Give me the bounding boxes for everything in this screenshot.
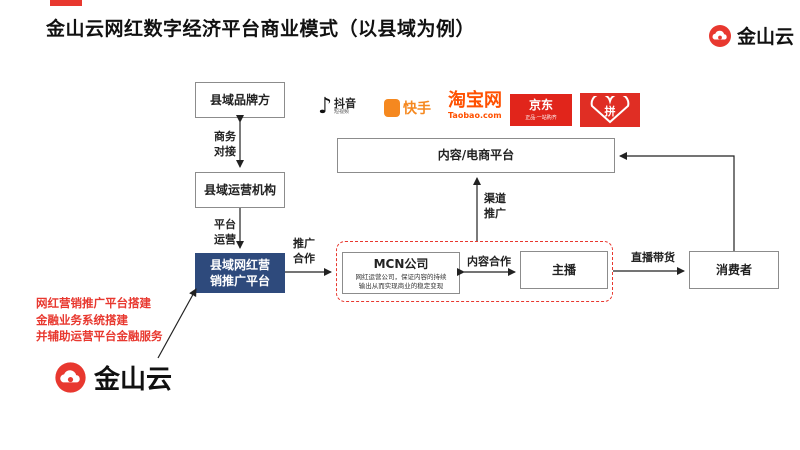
node-county-brand: 县域品牌方 — [195, 82, 285, 118]
douyin-logo: ♪ 抖音短视频 — [318, 94, 356, 119]
douyin-name: 抖音 — [334, 96, 357, 110]
label-promo-line2: 合作 — [293, 251, 315, 265]
title-accent-bar — [50, 0, 82, 6]
kuaishou-logo: 快手 — [384, 98, 431, 118]
jd-name: 京东 — [528, 98, 553, 112]
arrow-brand-to-platform — [157, 288, 197, 359]
taobao-sub: Taobao.com — [448, 110, 502, 120]
mcn-description: 网红运营公司，保证内容的持续 输出从而实现商业的稳定变现 — [356, 273, 447, 290]
platform-logos: ♪ 抖音短视频 快手 淘宝网 Taobao.com 京东 正品·一站购齐 拼 — [318, 90, 648, 128]
note-item: 金融业务系统搭建 — [36, 312, 128, 327]
kuaishou-camera-icon — [384, 99, 400, 117]
brand-logo-bottom: 金山云 — [54, 359, 172, 396]
mcn-anchor-group — [336, 241, 613, 302]
brand-name: 金山云 — [94, 365, 173, 395]
note-item: 并辅助运营平台金融服务 — [36, 329, 163, 344]
note-item: 网红营销推广平台搭建 — [36, 296, 151, 310]
node-anchor: 主播 — [520, 251, 608, 289]
label-channel-line2: 推广 — [484, 206, 506, 220]
mcn-title: MCN公司 — [373, 257, 429, 271]
kingsoft-cloud-icon — [709, 24, 731, 47]
pinduoduo-icon: 拼 — [590, 96, 630, 124]
label-platform-ops: 平台 运营 — [214, 218, 236, 248]
pinduoduo-logo: 拼 — [580, 93, 640, 127]
douyin-sub: 短视频 — [334, 108, 350, 115]
brand-name: 金山云 — [737, 26, 795, 48]
label-live-sales: 直播带货 — [631, 251, 675, 264]
label-content-coop: 内容合作 — [467, 255, 511, 268]
arrow-consumer-content — [619, 152, 735, 251]
label-ops-line2: 运营 — [214, 232, 236, 246]
brand-logo-top: 金山云 — [708, 22, 794, 49]
pdd-name: 拼 — [605, 104, 616, 118]
kingsoft-cloud-icon — [55, 362, 86, 393]
county-platform-line2: 销推广平台 — [209, 274, 270, 288]
page-title: 金山云网红数字经济平台商业模式（以县域为例） — [46, 18, 476, 40]
node-county-platform: 县域网红营 销推广平台 — [195, 253, 285, 293]
mcn-desc-line2: 输出从而实现商业的稳定变现 — [358, 281, 444, 290]
node-mcn: MCN公司 网红运营公司，保证内容的持续 输出从而实现商业的稳定变现 — [342, 252, 460, 294]
label-promo-coop: 推广 合作 — [293, 237, 315, 267]
label-channel-line1: 渠道 — [484, 192, 506, 205]
label-biz-line1: 商务 — [214, 130, 236, 143]
taobao-name: 淘宝网 — [448, 90, 502, 111]
douyin-note-icon: ♪ — [318, 94, 333, 119]
taobao-logo: 淘宝网 Taobao.com — [448, 90, 502, 120]
label-promo-line1: 推广 — [293, 237, 315, 250]
node-county-ops-org: 县域运营机构 — [195, 172, 285, 208]
county-platform-line1: 县域网红营 — [209, 257, 270, 272]
service-notes: 网红营销推广平台搭建 金融业务系统搭建 并辅助运营平台金融服务 — [36, 295, 163, 345]
mcn-desc-line1: 网红运营公司，保证内容的持续 — [355, 273, 447, 282]
label-biz-line2: 对接 — [214, 144, 236, 158]
node-consumer: 消费者 — [689, 251, 779, 289]
label-ops-line1: 平台 — [214, 218, 236, 231]
label-business-docking: 商务 对接 — [214, 130, 236, 160]
kuaishou-name: 快手 — [403, 101, 431, 117]
jd-logo: 京东 正品·一站购齐 — [510, 94, 572, 126]
jd-sub: 正品·一站购齐 — [525, 115, 557, 121]
label-channel-promo: 渠道 推广 — [484, 192, 506, 222]
node-content-platform: 内容/电商平台 — [337, 138, 615, 173]
